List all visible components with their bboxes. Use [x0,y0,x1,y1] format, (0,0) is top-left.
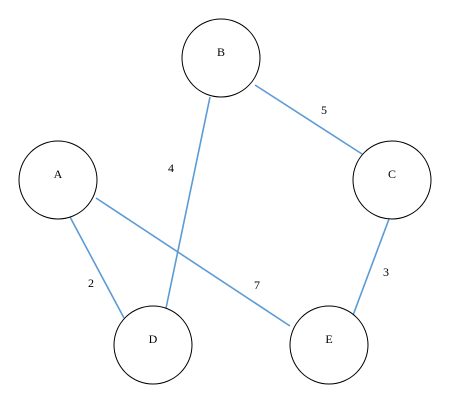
edge-a-d [69,216,125,319]
edge-weight-b-c: 5 [321,103,327,117]
node-label-b: B [217,45,225,59]
edge-c-e [351,218,390,319]
node-circle-c [352,140,432,220]
edge-weight-labels: 5 4 2 7 3 [88,103,389,292]
node-circle-b [181,18,261,98]
node-a: A [18,140,98,220]
node-label-e: E [325,332,332,346]
edge-b-d [164,96,211,314]
node-circle-e [289,305,369,385]
edge-weight-b-d: 4 [168,161,174,175]
node-e: E [289,305,369,385]
edge-weight-c-e: 3 [383,265,389,279]
node-c: C [352,140,432,220]
node-label-a: A [54,167,63,181]
edge-weight-a-e: 7 [254,278,260,292]
nodes-layer: A B C D E [18,18,432,385]
node-circle-d [113,305,193,385]
edge-a-e [95,197,291,327]
edges-layer [69,84,390,327]
edge-b-c [254,84,363,155]
edge-weight-a-d: 2 [88,276,94,290]
node-label-d: D [149,332,158,346]
node-circle-a [18,140,98,220]
node-b: B [181,18,261,98]
node-label-c: C [388,167,396,181]
node-d: D [113,305,193,385]
